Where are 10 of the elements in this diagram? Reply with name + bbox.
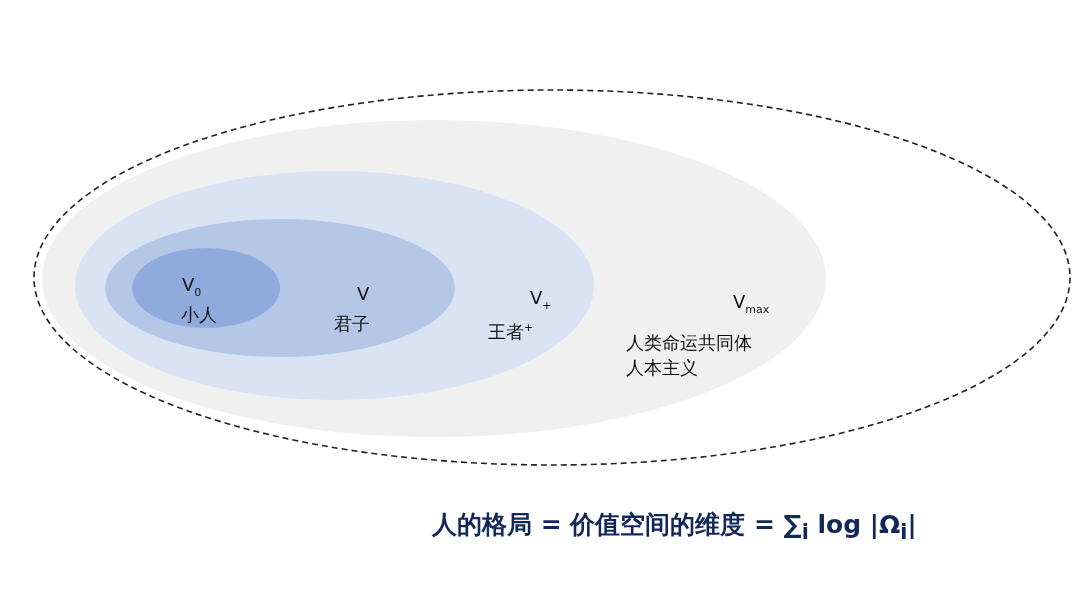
level-label: 王者$^{+}$ (488, 322, 534, 342)
value-label: V$_{0}$ (182, 275, 202, 299)
level-label: 人类命运共同体 (626, 333, 752, 353)
level-label: 人本主义 (626, 358, 698, 378)
formula-caption: 人的格局 = 价值空间的维度 = ∑$_{i}$ log |Ω$_{i}$| (432, 509, 917, 544)
value-label: V$_{max}$ (733, 292, 770, 316)
level-label: 小人 (181, 305, 217, 325)
value-label: V (357, 284, 370, 304)
level-label: 君子 (334, 314, 370, 334)
value-label: V$_{+}$ (530, 288, 552, 312)
